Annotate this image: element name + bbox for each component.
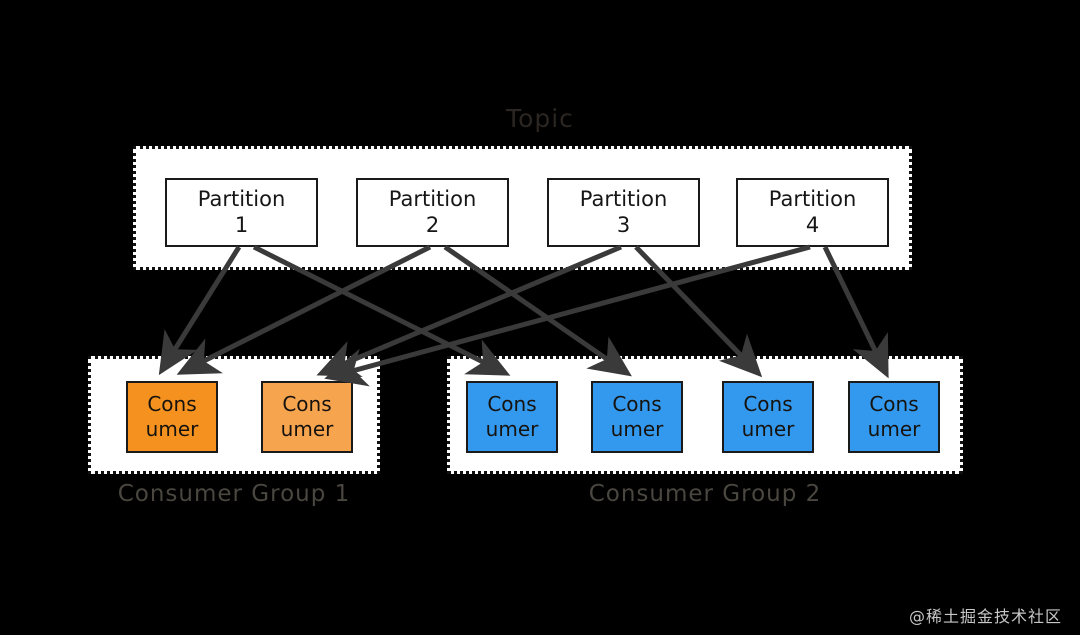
consumer-group-2-consumer-2[interactable]: Cons umer: [591, 381, 683, 453]
consumer-label-line1: Cons: [282, 392, 332, 416]
partition-2-name: Partition: [388, 186, 477, 211]
partition-4[interactable]: Partition 4: [736, 178, 889, 247]
partition-3[interactable]: Partition 3: [547, 178, 700, 247]
consumer-label-line1: Cons: [147, 392, 197, 416]
partition-1-name: Partition: [197, 186, 286, 211]
partition-3-number: 3: [616, 212, 631, 237]
consumer-group-1-container: Cons umer Cons umer: [88, 356, 380, 474]
consumer-label-line2: umer: [610, 417, 664, 441]
consumer-label-line1: Cons: [487, 392, 537, 416]
consumer-group-2-label: Consumer Group 2: [588, 481, 822, 507]
consumer-label-line1: Cons: [869, 392, 919, 416]
partition-3-name: Partition: [579, 186, 668, 211]
topic-container: Partition 1 Partition 2 Partition 3 Part…: [133, 146, 912, 270]
partition-1[interactable]: Partition 1: [165, 178, 318, 247]
consumer-label-line1: Cons: [612, 392, 662, 416]
consumer-label-line2: umer: [145, 417, 199, 441]
partition-2[interactable]: Partition 2: [356, 178, 509, 247]
consumer-group-1-consumer-1[interactable]: Cons umer: [126, 381, 218, 453]
watermark: @稀土掘金技术社区: [908, 607, 1062, 626]
consumer-group-1-label: Consumer Group 1: [117, 481, 351, 507]
consumer-label-line2: umer: [741, 417, 795, 441]
partition-4-name: Partition: [768, 186, 857, 211]
consumer-group-2-consumer-4[interactable]: Cons umer: [848, 381, 940, 453]
partition-1-number: 1: [234, 212, 249, 237]
partition-4-number: 4: [805, 212, 820, 237]
consumer-label-line1: Cons: [743, 392, 793, 416]
consumer-label-line2: umer: [280, 417, 334, 441]
consumer-label-line2: umer: [867, 417, 921, 441]
partition-2-number: 2: [425, 212, 440, 237]
topic-title: Topic: [506, 104, 574, 133]
consumer-group-2-consumer-3[interactable]: Cons umer: [722, 381, 814, 453]
consumer-group-2-container: Cons umer Cons umer Cons umer Cons umer: [447, 356, 963, 474]
consumer-label-line2: umer: [485, 417, 539, 441]
consumer-group-1-consumer-2[interactable]: Cons umer: [261, 381, 353, 453]
consumer-group-2-consumer-1[interactable]: Cons umer: [466, 381, 558, 453]
